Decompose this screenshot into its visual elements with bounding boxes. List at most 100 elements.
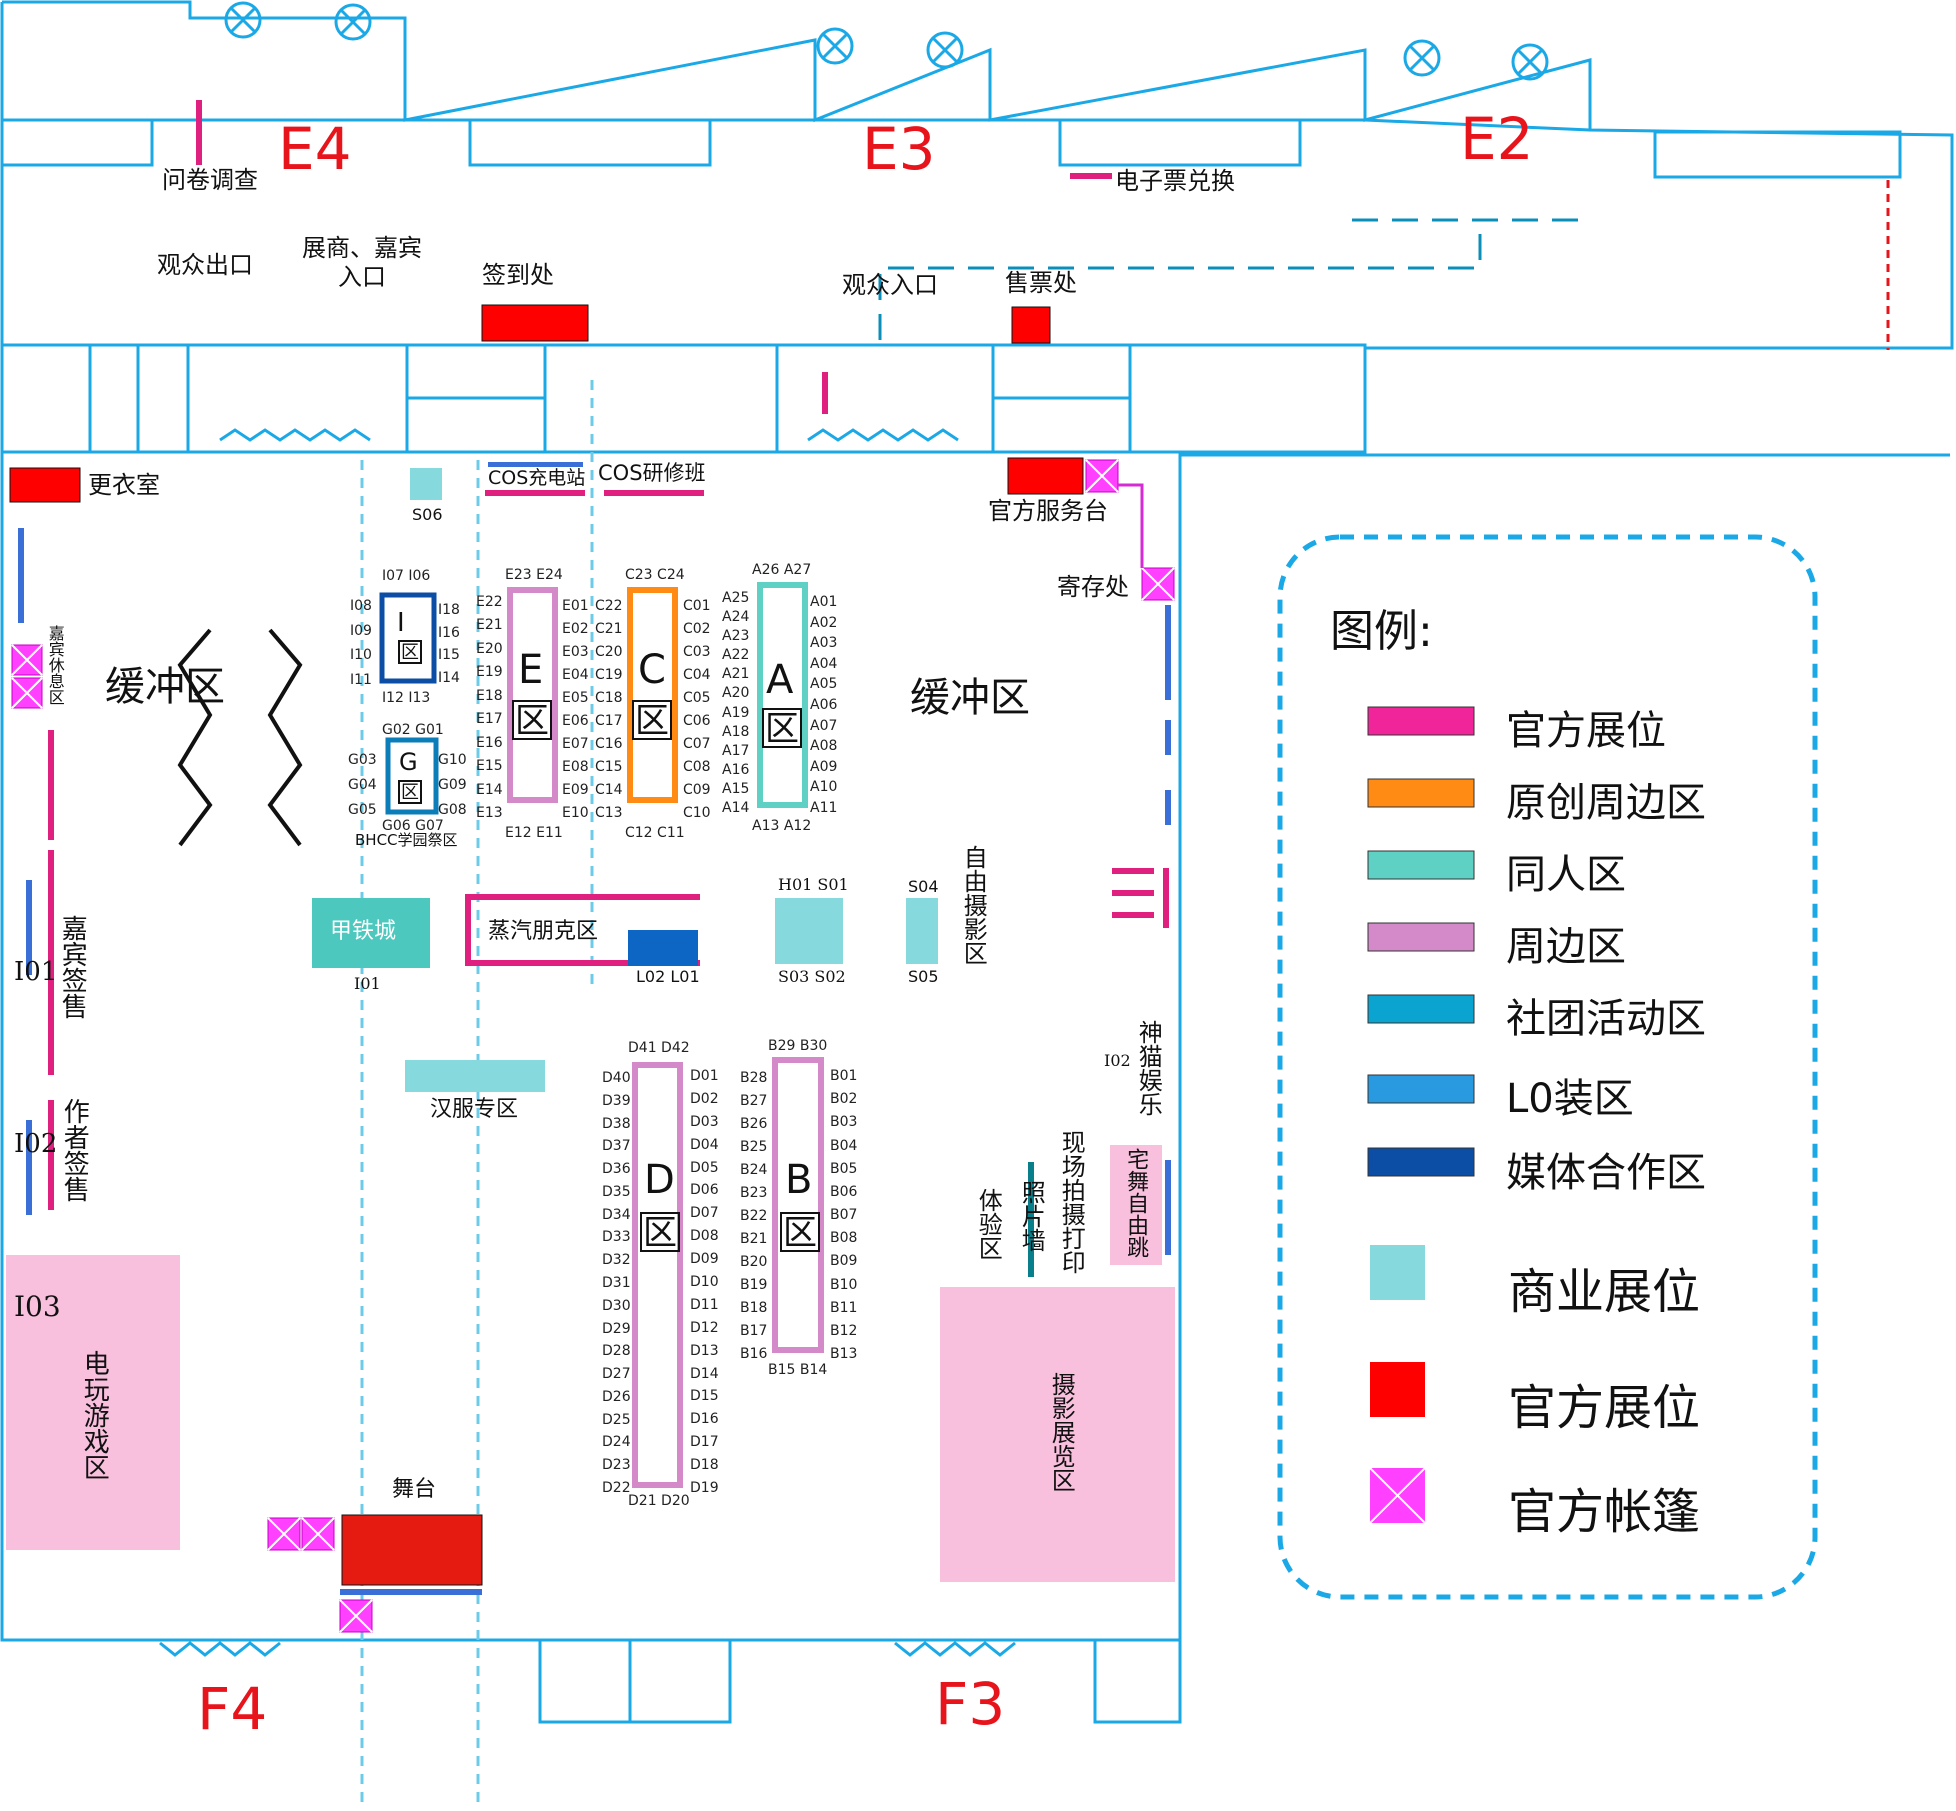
cos-class-label: COS研修班	[598, 461, 706, 485]
zone-a-bottom-codes: A13 A12	[752, 818, 812, 834]
zone-d-code-d15: D15	[690, 1388, 719, 1405]
zone-d-code-d22: D22	[602, 1480, 631, 1496]
zone-a-code-a06: A06	[810, 697, 838, 713]
legend-item-label: 社团活动区	[1506, 996, 1706, 1042]
zone-a-code-a18: A18	[722, 723, 750, 740]
zone-b-code-b13: B13	[830, 1346, 858, 1362]
eticket-label: 电子票兑换	[1115, 167, 1235, 195]
survey-label: 问卷调查	[162, 166, 258, 194]
i02-left: I02	[14, 1129, 58, 1159]
photo-exhibit-label: 摄影展览区	[1047, 1372, 1076, 1492]
zone-d-code-d31: D31	[602, 1275, 631, 1291]
zone-b-top-codes: B29 B30	[768, 1038, 828, 1054]
zone-e-code-e16: E16	[476, 734, 503, 751]
zone-c-code-c16: C16	[595, 736, 623, 752]
zone-b-code-b19: B19	[740, 1277, 768, 1293]
buffer-zone-right: 缓冲区	[910, 675, 1030, 721]
zone-c-code-c02: C02	[683, 621, 711, 637]
zone-c-code-c07: C07	[683, 736, 711, 752]
zone-e-code-e03: E03	[562, 644, 589, 660]
l02-l01-label: L02 L01	[636, 967, 700, 986]
zone-g-sub: 区	[398, 780, 422, 804]
zone-d-code-d23: D23	[602, 1457, 631, 1474]
zone-e-sub: 区	[512, 700, 552, 740]
zone-b-code-b01: B01	[830, 1068, 858, 1084]
zone-d-code-d07: D07	[690, 1205, 719, 1222]
zone-e-code-e01: E01	[562, 598, 589, 614]
zone-i-code-i15: I15	[438, 647, 460, 664]
entry-label: 观众入口	[842, 271, 938, 299]
zone-a-code-a20: A20	[722, 685, 750, 702]
jiatie-label: 甲铁城	[330, 919, 397, 944]
zone-g-code-g05: G05	[348, 802, 377, 818]
zone-e-code-e14: E14	[476, 781, 503, 798]
zone-d-code-d25: D25	[602, 1411, 631, 1428]
zone-e-code-e18: E18	[476, 687, 503, 704]
free-photo-label: 自由摄影区	[959, 845, 988, 965]
zone-a-code-a04: A04	[810, 655, 838, 672]
zone-c-code-c01: C01	[683, 598, 711, 614]
zone-d-title: D	[644, 1157, 675, 1203]
shenmao-label: 神猫娱乐	[1134, 1020, 1163, 1116]
zone-e-code-e08: E08	[562, 759, 589, 775]
zone-d-code-d06: D06	[690, 1182, 719, 1199]
zone-d-sub: 区	[640, 1212, 680, 1252]
s04-label: S04	[908, 877, 939, 896]
zone-i-sub: 区	[398, 640, 422, 664]
buffer-zone-left: 缓冲区	[105, 664, 225, 710]
zone-i-code-i18: I18	[438, 602, 460, 618]
zone-d-code-d24: D24	[602, 1434, 631, 1451]
zone-g-top-codes: G02 G01	[382, 722, 444, 738]
zone-d-code-d36: D36	[602, 1161, 631, 1178]
zone-d-code-d19: D19	[690, 1480, 719, 1496]
zone-c-top-codes: C23 C24	[625, 567, 685, 583]
official-bars	[48, 100, 1169, 1210]
zone-d-code-d38: D38	[602, 1115, 631, 1132]
i01-left: I01	[14, 957, 58, 987]
service-desk-label: 官方服务台	[988, 497, 1108, 525]
entry-route	[878, 218, 1590, 340]
zone-a-code-a05: A05	[810, 676, 838, 693]
zone-g-code-g08: G08	[438, 802, 467, 818]
steampunk-label: 蒸汽朋克区	[488, 919, 599, 944]
zone-d-code-d09: D09	[690, 1251, 719, 1268]
zone-d-code-d08: D08	[690, 1228, 719, 1245]
zone-d-code-d10: D10	[690, 1274, 719, 1290]
zone-b-code-b10: B10	[830, 1276, 858, 1293]
zone-b-code-b04: B04	[830, 1137, 858, 1154]
zone-b-code-b05: B05	[830, 1160, 858, 1177]
legend-swatches	[1367, 706, 1475, 1524]
zone-i-bottom-codes: I12 I13	[382, 690, 431, 706]
zone-d-code-d27: D27	[602, 1366, 631, 1383]
zone-b-code-b26: B26	[740, 1116, 768, 1132]
zone-e-top-codes: E23 E24	[505, 567, 563, 583]
otaku-dance-label: 宅舞自由跳	[1123, 1148, 1149, 1258]
zone-d-code-d13: D13	[690, 1342, 719, 1359]
zone-a-code-a09: A09	[810, 758, 838, 775]
zone-b-code-b16: B16	[740, 1346, 768, 1362]
zone-d-code-d18: D18	[690, 1457, 719, 1474]
zone-b-code-b03: B03	[830, 1114, 858, 1131]
legend-item-label: 原创周边区	[1506, 780, 1706, 826]
i02-right: I02	[1104, 1051, 1131, 1070]
zone-b-code-b28: B28	[740, 1070, 768, 1086]
zone-b-sub: 区	[780, 1212, 820, 1252]
zone-b-code-b17: B17	[740, 1323, 768, 1339]
zone-d-code-d35: D35	[602, 1183, 631, 1200]
zone-e-code-e22: E22	[476, 594, 503, 610]
zone-e-code-e09: E09	[562, 782, 589, 798]
zone-i-code-i10: I10	[350, 647, 372, 664]
experience-label: 体验区	[974, 1188, 1003, 1260]
zone-b-code-b20: B20	[740, 1254, 768, 1270]
zone-e-code-e10: E10	[562, 805, 589, 821]
zone-e-code-e05: E05	[562, 690, 589, 706]
exhibitor-entry-label-2: 入口	[338, 263, 386, 291]
hall-e3: E3	[862, 115, 936, 183]
zone-b-code-b18: B18	[740, 1300, 768, 1316]
zone-d-top-codes: D41 D42	[628, 1040, 690, 1056]
zone-c-sub: 区	[632, 700, 672, 740]
zone-e-code-e21: E21	[476, 617, 503, 634]
zone-i-code-i14: I14	[438, 670, 460, 686]
